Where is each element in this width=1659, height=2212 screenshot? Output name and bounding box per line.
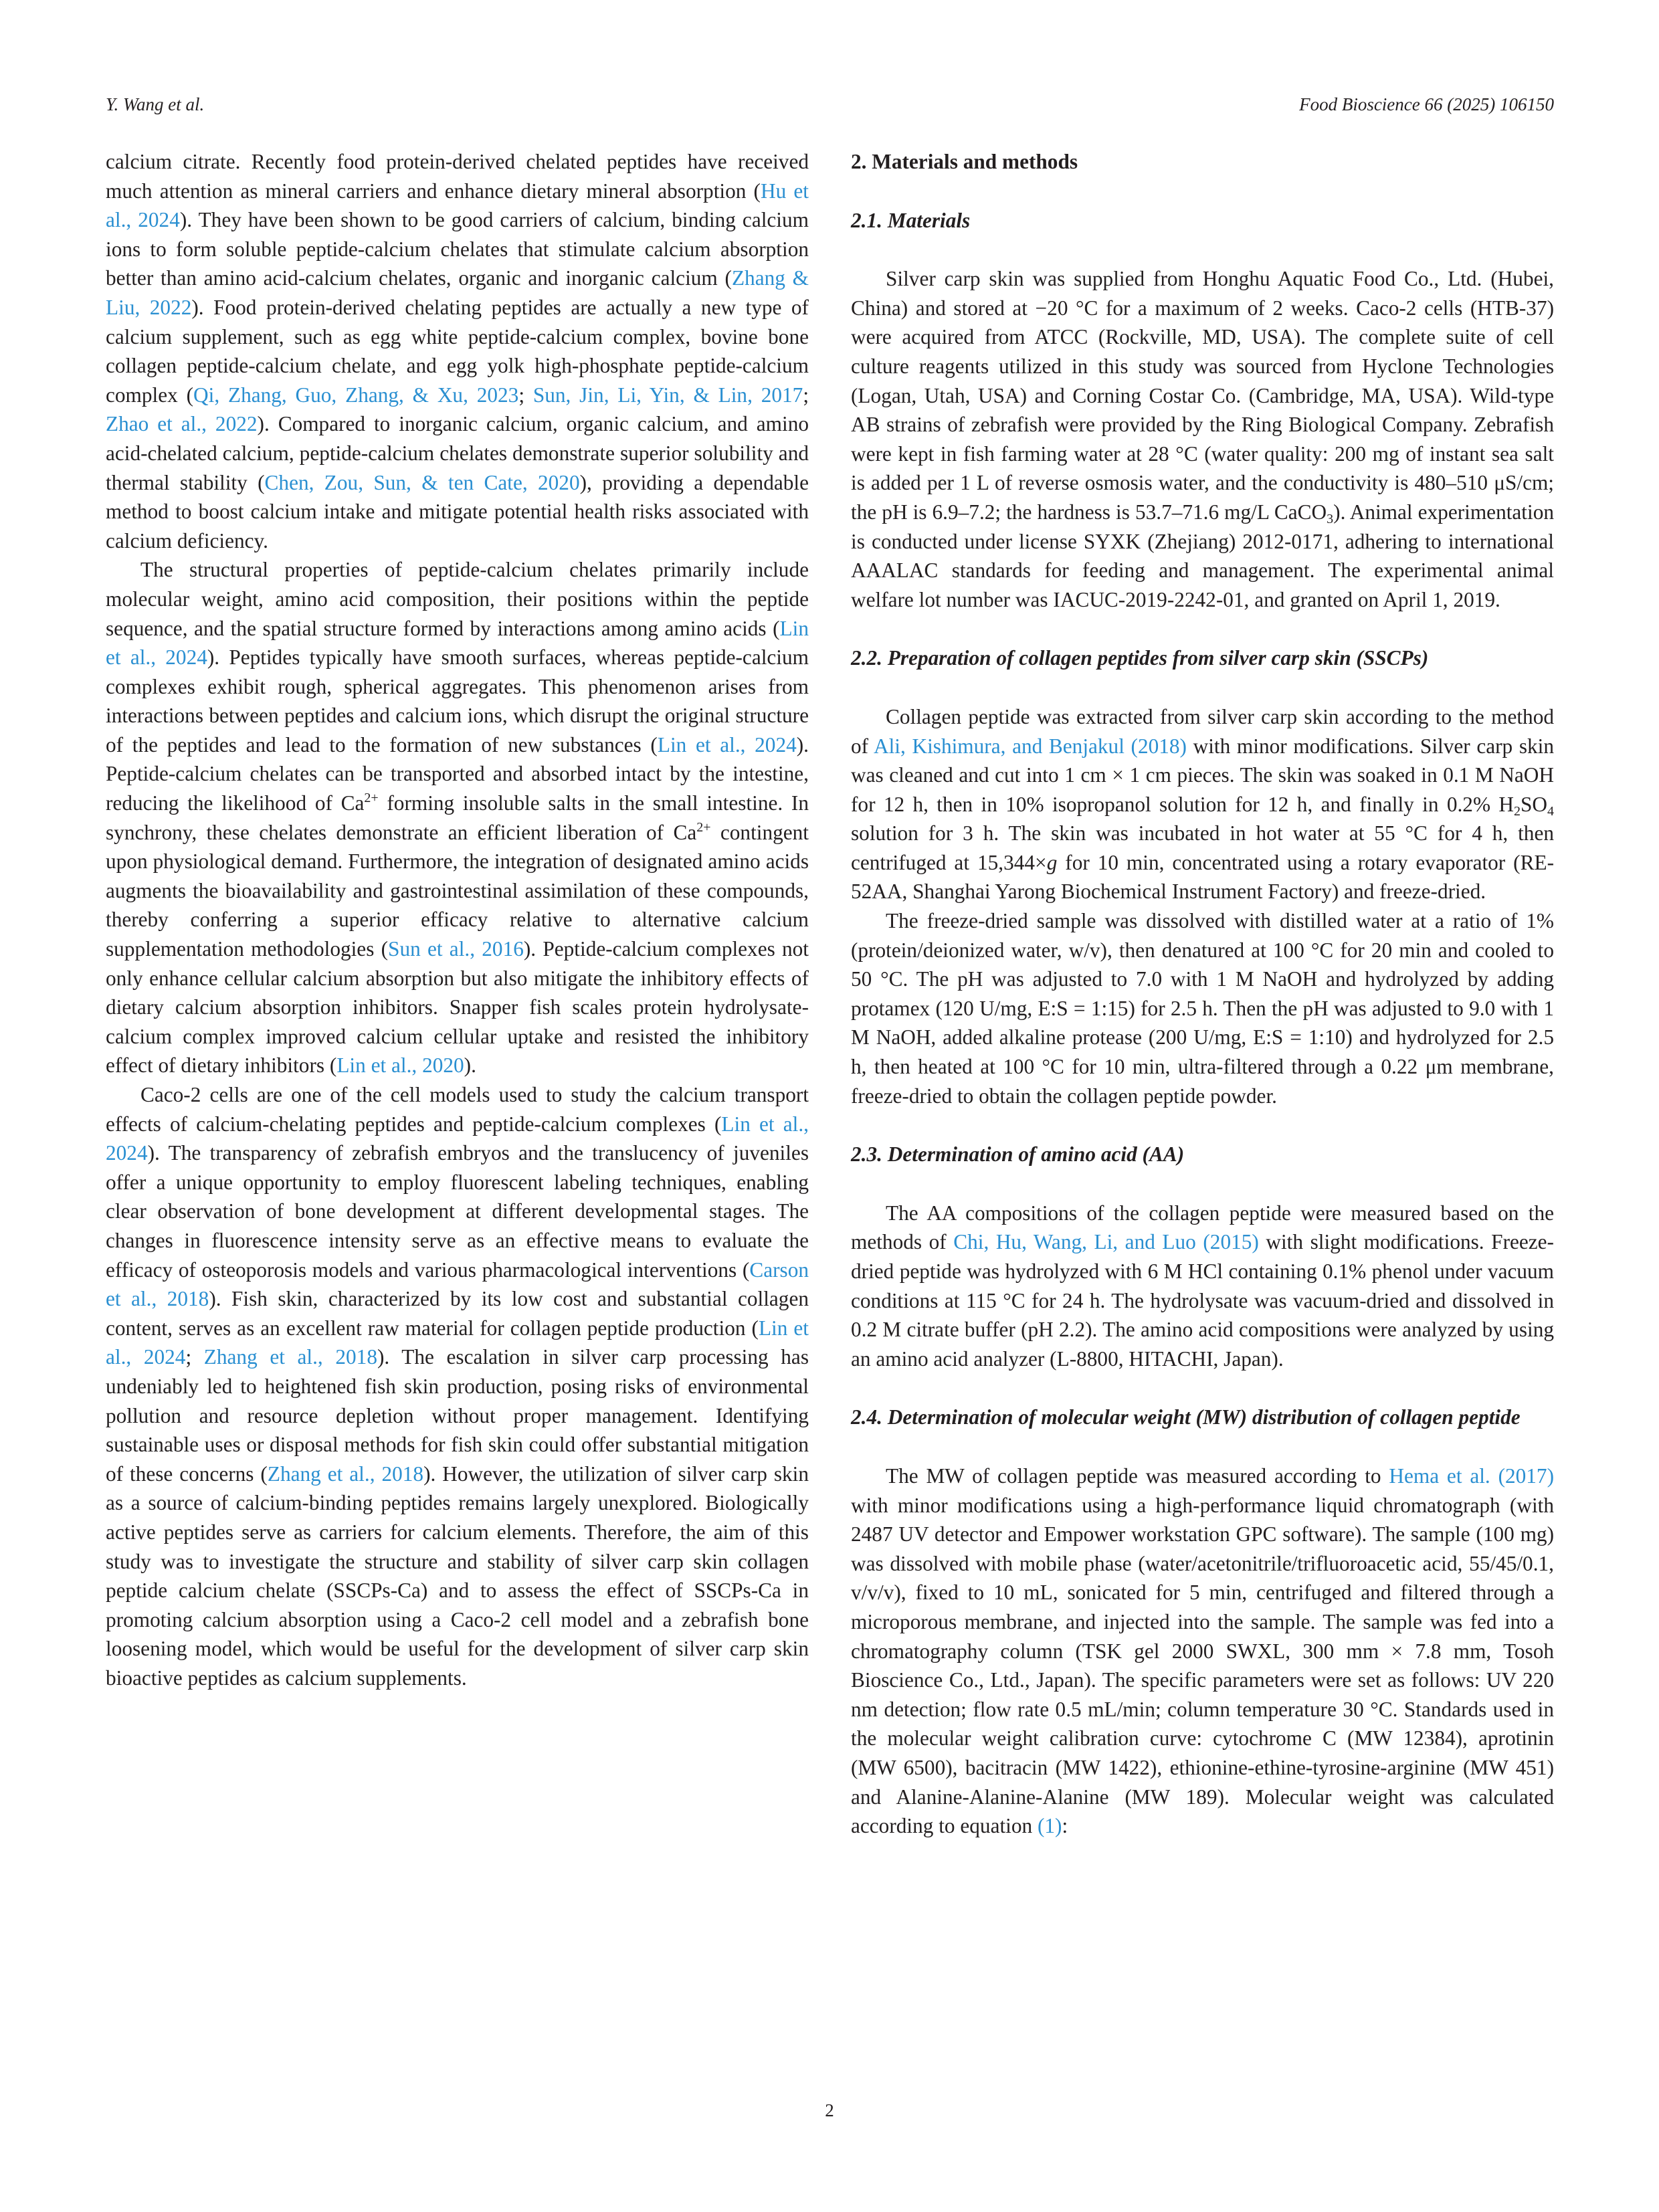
- citation-link[interactable]: Hu et al., 2024: [106, 179, 809, 232]
- subsection-heading-peptide-preparation: 2.2. Preparation of collagen peptides fr…: [851, 646, 1429, 670]
- paragraph-structural-properties: The structural properties of peptide-cal…: [106, 558, 809, 1078]
- citation-link[interactable]: Ali, Kishimura, and Benjakul (2018): [874, 734, 1187, 758]
- citation-link[interactable]: Qi, Zhang, Guo, Zhang, & Xu, 2023: [193, 383, 519, 407]
- right-column: 2. Materials and methods 2.1. Materials …: [851, 147, 1554, 1841]
- paragraph-caco2-zebrafish: Caco-2 cells are one of the cell models …: [106, 1083, 809, 1690]
- equation-link[interactable]: (1): [1037, 1814, 1062, 1838]
- section-heading-materials-methods: 2. Materials and methods: [851, 150, 1078, 173]
- citation-link[interactable]: Sun, Jin, Li, Yin, & Lin, 2017: [532, 383, 803, 407]
- paragraph-materials: Silver carp skin was supplied from Hongh…: [851, 267, 1554, 611]
- left-column: calcium citrate. Recently food protein-d…: [106, 147, 809, 1692]
- citation-link[interactable]: Lin et al., 2024: [106, 1316, 809, 1369]
- paragraph-amino-acid: The AA compositions of the collagen pept…: [851, 1201, 1554, 1371]
- paragraph-peptide-extraction: Collagen peptide was extracted from silv…: [851, 704, 1554, 904]
- citation-link[interactable]: Lin et al., 2024: [657, 732, 797, 757]
- running-head-authors: Y. Wang et al.: [106, 94, 205, 114]
- subsection-heading-molecular-weight: 2.4. Determination of molecular weight (…: [851, 1405, 1521, 1429]
- citation-link[interactable]: Zhang et al., 2018: [267, 1462, 424, 1486]
- citation-link[interactable]: Zhang & Liu, 2022: [106, 266, 809, 319]
- subsection-heading-amino-acid: 2.3. Determination of amino acid (AA): [851, 1142, 1185, 1167]
- paragraph-intro-continued: calcium citrate. Recently food protein-d…: [106, 150, 809, 552]
- citation-link[interactable]: Lin et al., 2024: [106, 616, 809, 670]
- citation-link[interactable]: Sun et al., 2016: [388, 937, 524, 961]
- citation-link[interactable]: Carson et al., 2018: [106, 1258, 809, 1311]
- subsection-heading-materials: 2.1. Materials: [851, 208, 971, 232]
- citation-link[interactable]: Chi, Hu, Wang, Li, and Luo (2015): [953, 1230, 1259, 1254]
- paragraph-molecular-weight: The MW of collagen peptide was measured …: [851, 1464, 1555, 1838]
- paragraph-hydrolysis: The freeze-dried sample was dissolved wi…: [851, 909, 1554, 1108]
- citation-link[interactable]: Lin et al., 2020: [336, 1053, 464, 1078]
- citation-link[interactable]: Lin et al., 2024: [106, 1112, 809, 1165]
- citation-link[interactable]: Chen, Zou, Sun, & ten Cate, 2020: [264, 470, 580, 494]
- citation-link[interactable]: Hema et al. (2017): [1389, 1464, 1555, 1488]
- running-head-journal: Food Bioscience 66 (2025) 106150: [1299, 94, 1554, 114]
- citation-link[interactable]: Zhang et al., 2018: [203, 1345, 377, 1369]
- page-number: 2: [825, 2100, 834, 2120]
- citation-link[interactable]: Zhao et al., 2022: [106, 412, 258, 436]
